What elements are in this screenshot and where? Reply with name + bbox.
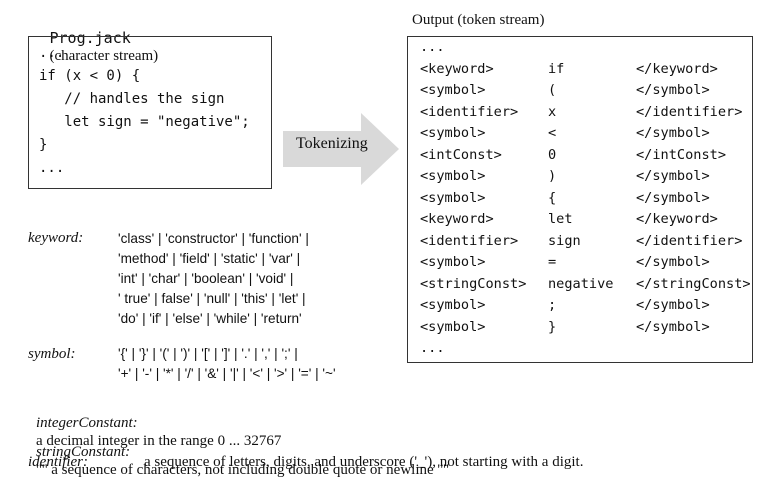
identifier-text: a sequence of letters, digits, and under…: [144, 454, 584, 470]
token-value: let: [548, 211, 573, 227]
symbol-label: symbol:: [28, 346, 76, 362]
token-close-tag: </symbol>: [636, 318, 710, 335]
code-line: ...: [39, 160, 65, 176]
input-caption: (character stream): [49, 48, 159, 64]
token-value: =: [548, 254, 557, 270]
token-open-tag: <intConst>: [420, 146, 502, 163]
token-close-tag: </keyword>: [636, 60, 718, 77]
string-constant-def: stringConstant: '"' a sequence of charac…: [28, 425, 449, 479]
code-line: ...: [39, 45, 65, 61]
token-open-tag: <symbol>: [420, 297, 486, 313]
token-open-tag: <symbol>: [420, 168, 486, 184]
code-line: }: [39, 137, 48, 153]
token-close-tag: </symbol>: [636, 189, 710, 206]
token-value: x: [548, 103, 557, 120]
code-line: if (x < 0) {: [39, 68, 141, 84]
input-code-box: ... if (x < 0) { // handles the sign let…: [28, 36, 272, 189]
token-close-tag: </symbol>: [636, 168, 710, 184]
symbol-line: '{' | '}' | '(' | ')' | '[' | ']' | '.' …: [118, 346, 298, 361]
tokenizing-arrow-icon: [283, 113, 399, 185]
keyword-line: 'int' | 'char' | 'boolean' | 'void' |: [118, 271, 294, 286]
keyword-line: 'class' | 'constructor' | 'function' |: [118, 231, 309, 246]
keyword-line: 'method' | 'field' | 'static' | 'var' |: [118, 251, 301, 266]
input-title: Prog.jack (character stream): [42, 12, 159, 65]
token-close-tag: </identifier>: [636, 103, 743, 120]
token-value: negative: [548, 275, 614, 292]
token-value: sign: [548, 232, 581, 249]
output-title: Output (token stream): [412, 12, 545, 28]
token-open-tag: <keyword>: [420, 60, 494, 77]
token-value: {: [548, 189, 557, 206]
code-line: let sign = "negative";: [39, 114, 250, 130]
integer-constant-label: integerConstant:: [36, 415, 138, 431]
string-constant-label: stringConstant:: [36, 444, 131, 460]
token-value: (: [548, 82, 557, 98]
token-close-tag: </symbol>: [636, 297, 710, 313]
token-value: ;: [548, 297, 557, 313]
token-open-tag: <stringConst>: [420, 275, 527, 292]
token-close-tag: </symbol>: [636, 82, 710, 98]
identifier-label: identifier:: [28, 454, 88, 470]
keyword-line: ' true' | false' | 'null' | 'this' | 'le…: [118, 291, 306, 306]
token-open-tag: <symbol>: [420, 189, 486, 206]
token-open-tag: <identifier>: [420, 103, 519, 120]
token-open-tag: <keyword>: [420, 211, 494, 227]
input-filename: Prog.jack: [49, 29, 131, 47]
token-value: 0: [548, 146, 557, 163]
token-close-tag: </identifier>: [636, 232, 743, 249]
keyword-label: keyword:: [28, 230, 84, 246]
output-token-box: ... <keyword> if </keyword> <symbol> ( </symbo…: [407, 36, 753, 363]
token-open-tag: <symbol>: [420, 125, 486, 141]
token-close-tag: </symbol>: [636, 254, 710, 270]
token-value: ): [548, 168, 557, 184]
string-constant-text: '"' a sequence of characters, not includ…: [36, 462, 449, 478]
token-open-tag: <symbol>: [420, 318, 486, 335]
symbol-line: '+' | '-' | '*' | '/' | '&' | '|' | '<' …: [118, 366, 336, 381]
token-open-tag: ...: [420, 340, 445, 356]
token-open-tag: <symbol>: [420, 82, 486, 98]
integer-constant-def: integerConstant: a decimal integer in th…: [28, 396, 281, 450]
token-value: }: [548, 318, 557, 335]
tokenizing-label: Tokenizing: [296, 135, 368, 152]
token-open-tag: ...: [420, 39, 445, 55]
token-close-tag: </stringConst>: [636, 275, 751, 292]
token-value: if: [548, 60, 565, 77]
keyword-line: 'do' | 'if' | 'else' | 'while' | 'return…: [118, 311, 302, 326]
token-close-tag: </keyword>: [636, 211, 718, 227]
token-close-tag: </intConst>: [636, 146, 727, 163]
token-value: <: [548, 125, 557, 141]
token-open-tag: <identifier>: [420, 232, 519, 249]
token-close-tag: </symbol>: [636, 125, 710, 141]
token-open-tag: <symbol>: [420, 254, 486, 270]
code-line: // handles the sign: [39, 91, 225, 107]
integer-constant-text: a decimal integer in the range 0 ... 327…: [36, 433, 282, 449]
